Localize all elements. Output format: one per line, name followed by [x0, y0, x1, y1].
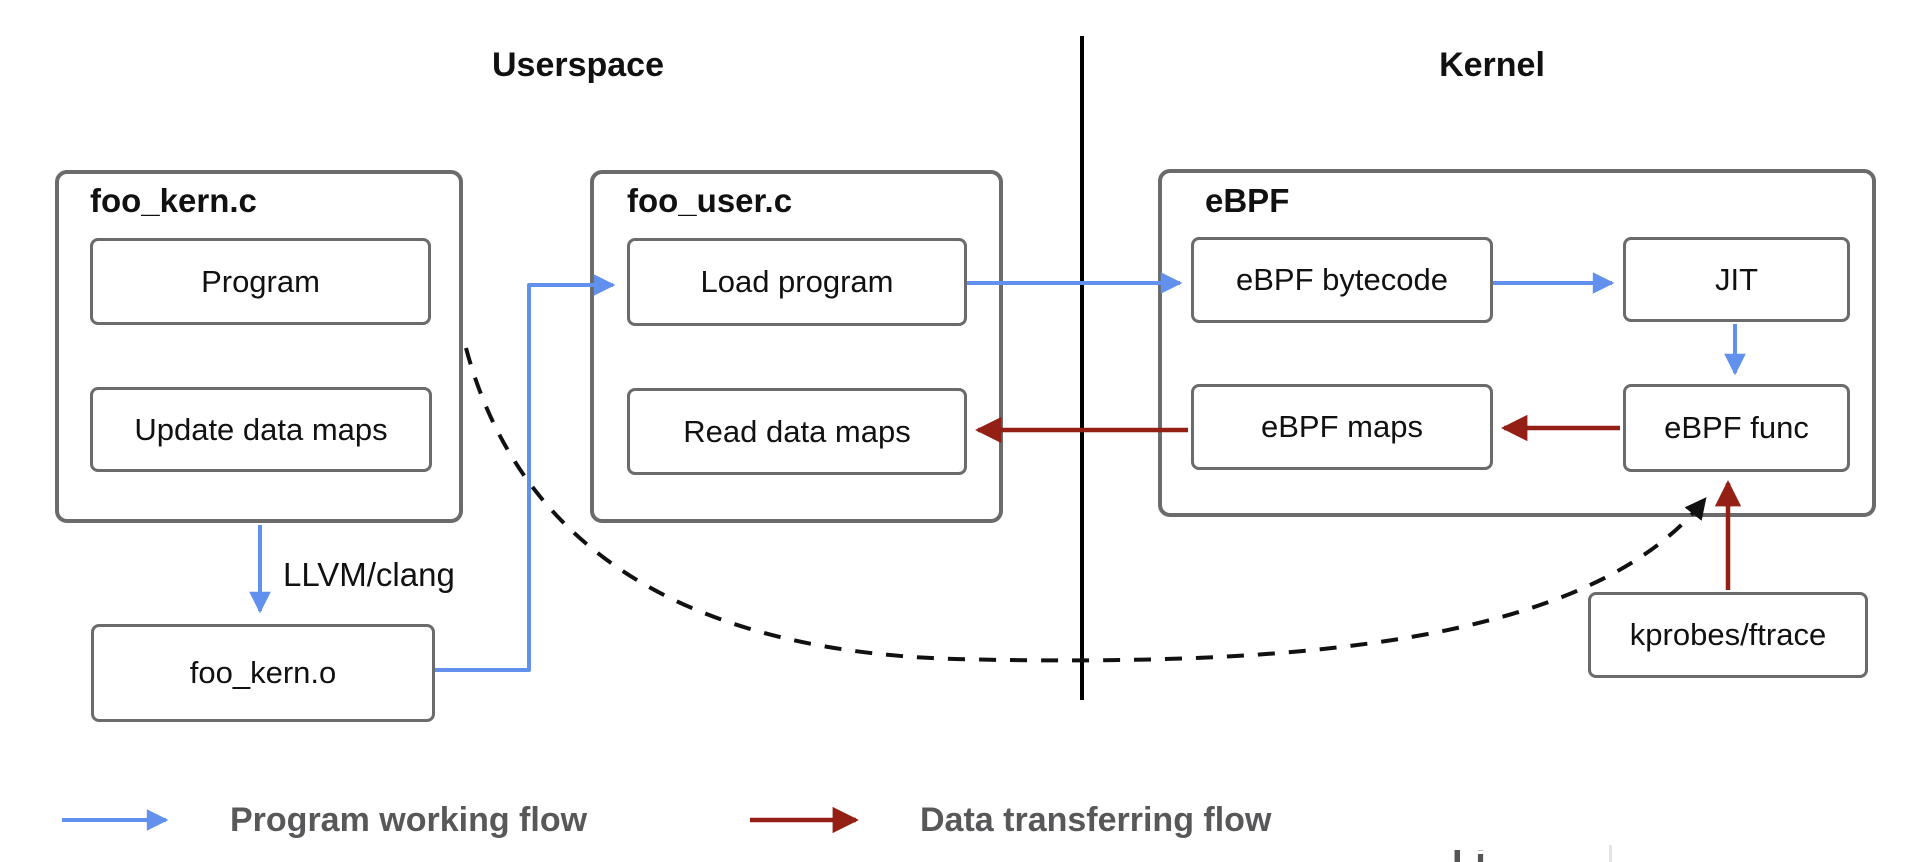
ebpf-func-node: eBPF func: [1623, 384, 1850, 472]
legend-program-flow-label: Program working flow: [230, 801, 588, 839]
watermark-faint-line: [1609, 845, 1612, 862]
update-data-maps-node: Update data maps: [90, 387, 432, 472]
legend-data-flow-label: Data transferring flow: [920, 801, 1272, 839]
kernel-title: Kernel: [1439, 46, 1545, 84]
watermark-partial: Li: [1452, 850, 1592, 862]
kprobes-ftrace-node: kprobes/ftrace: [1588, 592, 1868, 678]
ebpf-maps-node: eBPF maps: [1191, 384, 1493, 470]
foo-kern-o-node: foo_kern.o: [91, 624, 435, 722]
foo-kern-c-label: foo_kern.c: [90, 182, 257, 219]
program-node: Program: [90, 238, 431, 325]
foo-user-c-label: foo_user.c: [627, 182, 793, 219]
load-program-node: Load program: [627, 238, 967, 326]
ebpf-label: eBPF: [1205, 182, 1290, 219]
read-data-maps-node: Read data maps: [627, 388, 967, 475]
watermark-text: Li: [1452, 850, 1486, 862]
llvm-clang-label: LLVM/clang: [283, 556, 455, 593]
userspace-title: Userspace: [491, 46, 664, 84]
ebpf-bytecode-node: eBPF bytecode: [1191, 237, 1493, 323]
jit-node: JIT: [1623, 237, 1850, 322]
